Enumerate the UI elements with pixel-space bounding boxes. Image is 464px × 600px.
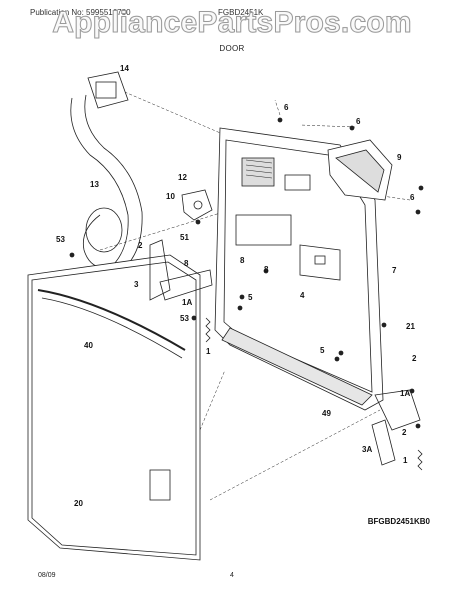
callout-2-left: 2 <box>138 241 143 250</box>
hinge-right <box>371 389 421 466</box>
vent-duct <box>70 94 143 276</box>
callout-51: 51 <box>180 233 189 242</box>
footer-page-number: 4 <box>230 572 234 579</box>
control-panel <box>327 139 393 201</box>
callout-1a-right: 1A <box>400 389 410 398</box>
callout-1-right: 1 <box>403 456 408 465</box>
inner-door-panel <box>214 127 384 411</box>
callout-5a: 5 <box>248 293 253 302</box>
callout-5b: 5 <box>320 346 325 355</box>
callout-40: 40 <box>84 341 93 350</box>
callout-8c: 8 <box>264 265 269 274</box>
section-title: DOOR <box>219 44 245 53</box>
hinge-left <box>149 239 213 301</box>
kick-plate <box>221 327 373 406</box>
callout-9: 9 <box>397 153 402 162</box>
callout-6c: 6 <box>410 193 415 202</box>
callout-8a: 8 <box>184 259 189 268</box>
callout-21: 21 <box>406 322 415 331</box>
callout-7: 7 <box>392 266 397 275</box>
watermark-logo: AppliancePartsPros.com <box>52 6 412 40</box>
callout-53-bottom: 53 <box>180 314 189 323</box>
springs <box>205 317 423 471</box>
callout-49: 49 <box>322 409 331 418</box>
model-code: BFGBD2451KB0 <box>367 517 430 526</box>
footer-date: 08/09 <box>38 572 56 579</box>
outer-door <box>27 254 201 561</box>
model-group: FGBD2451K <box>218 8 264 17</box>
vent-housing <box>87 71 129 109</box>
publication-number: Publication No: 5995516780 <box>30 8 131 17</box>
callout-3: 3 <box>134 280 139 289</box>
callout-2-right-top: 2 <box>412 354 417 363</box>
callout-13: 13 <box>90 180 99 189</box>
callout-10: 10 <box>166 192 175 201</box>
callout-2-right-bottom: 2 <box>402 428 407 437</box>
callout-6b: 6 <box>356 117 361 126</box>
callout-1a-left: 1A <box>182 298 192 307</box>
callout-20: 20 <box>74 499 83 508</box>
callout-4: 4 <box>300 291 305 300</box>
callout-1-left: 1 <box>206 347 211 356</box>
callout-8b: 8 <box>240 256 245 265</box>
screws <box>69 117 424 429</box>
callout-14: 14 <box>120 64 129 73</box>
callout-12: 12 <box>178 173 187 182</box>
callout-6a: 6 <box>284 103 289 112</box>
callout-3a: 3A <box>362 445 372 454</box>
dispenser <box>181 189 213 221</box>
callout-53-top: 53 <box>56 235 65 244</box>
